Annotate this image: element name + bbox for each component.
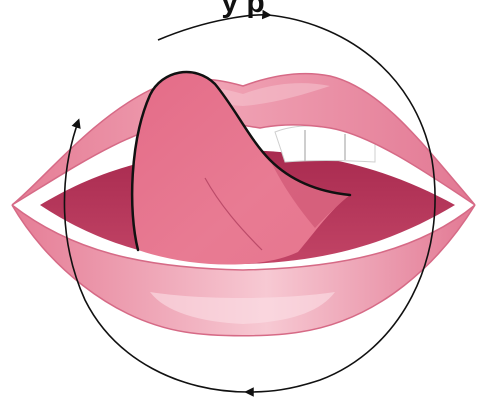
- rotation-arrow-top: [158, 15, 268, 40]
